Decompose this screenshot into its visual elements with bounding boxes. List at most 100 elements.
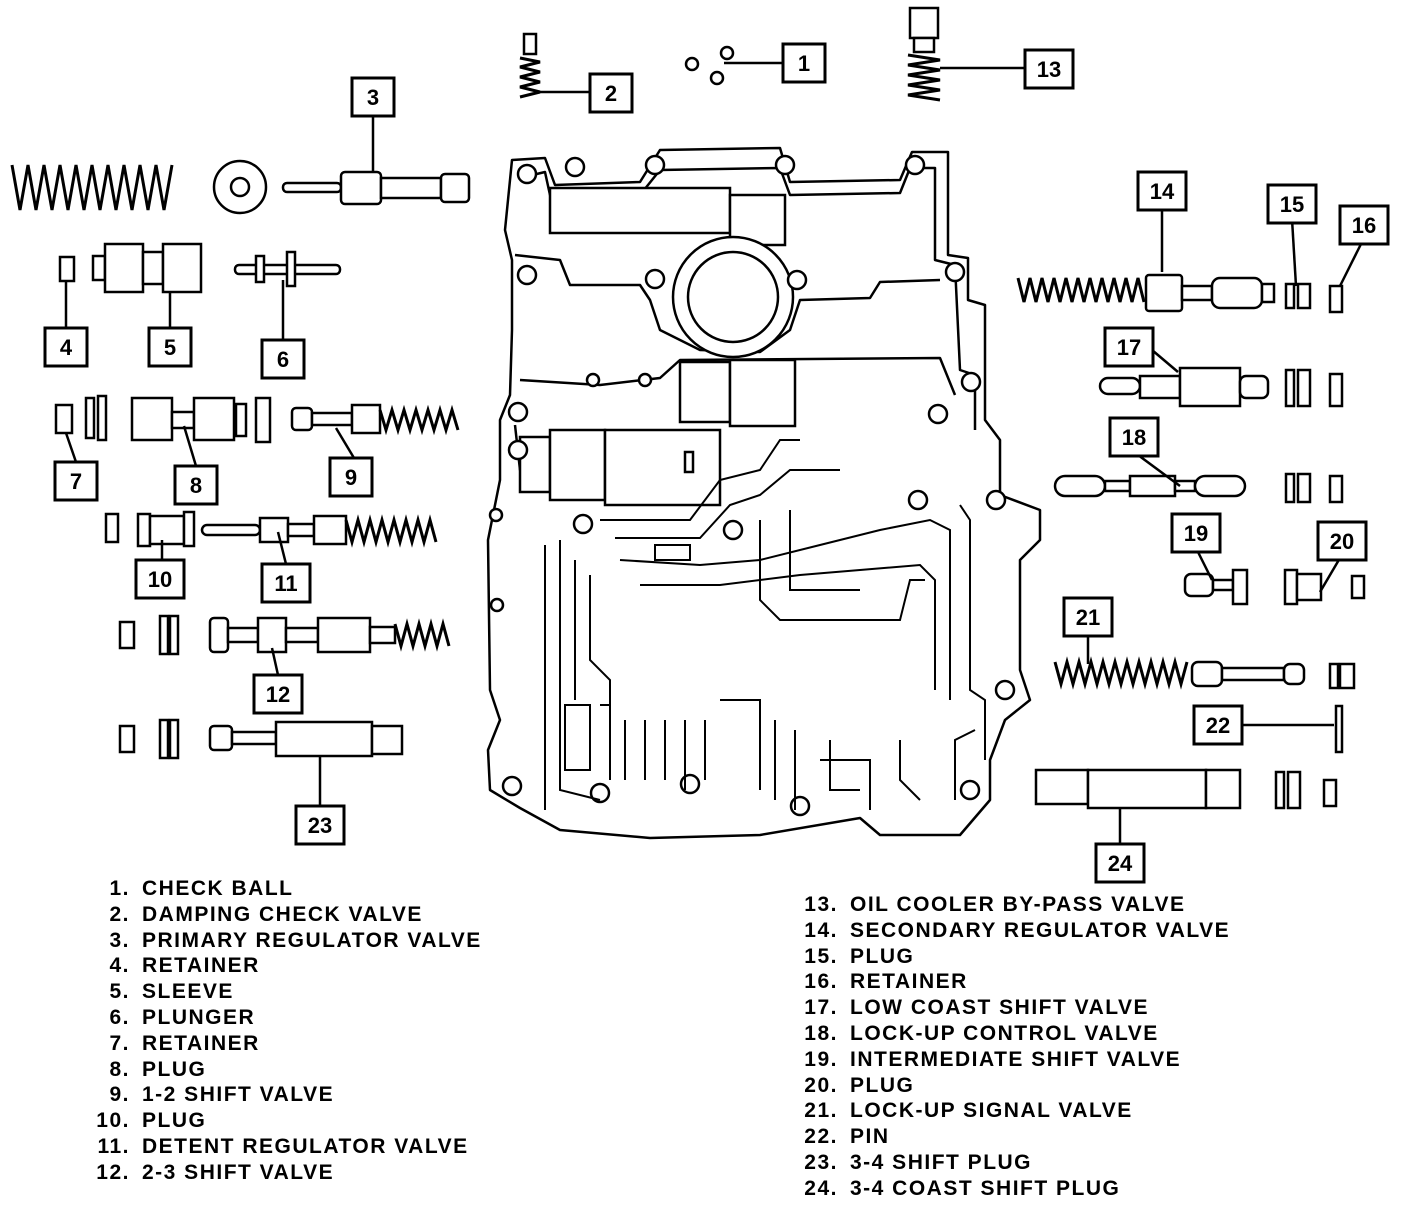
legend-label: SECONDARY REGULATOR VALVE <box>850 918 1231 942</box>
check-ball-parts <box>684 45 735 86</box>
legend-number: 8. <box>109 1057 130 1081</box>
legend-row: 13.OIL COOLER BY-PASS VALVE <box>790 892 1230 918</box>
legend-number: 11. <box>97 1134 130 1158</box>
callout-18: 18 <box>1108 416 1160 458</box>
legend-label: LOW COAST SHIFT VALVE <box>850 996 1150 1020</box>
legend-number: 16. <box>804 970 838 994</box>
svg-text:8: 8 <box>190 473 202 498</box>
legend-row: 5. SLEEVE <box>82 979 482 1005</box>
legend-row: 24. 3-4 COAST SHIFT PLUG <box>790 1176 1230 1202</box>
legend-number: 10. <box>96 1109 130 1133</box>
svg-text:15: 15 <box>1280 192 1304 217</box>
legend-label: RETAINER <box>142 954 260 978</box>
legend-row: 1. CHECK BALL <box>82 876 482 902</box>
lock-up-control-valve-parts <box>1053 472 1344 504</box>
legend-row: 21.LOCK-UP SIGNAL VALVE <box>790 1098 1230 1124</box>
pin-part <box>1334 704 1344 754</box>
svg-text:22: 22 <box>1206 713 1230 738</box>
callout-7: 7 <box>53 460 99 502</box>
lock-up-signal-valve-parts <box>1053 656 1356 690</box>
primary-regulator-parts <box>10 159 471 215</box>
callout-11: 11 <box>260 562 312 604</box>
legend-right: 13.OIL COOLER BY-PASS VALVE 14. SECONDARY… <box>790 892 1230 1202</box>
legend-number: 2. <box>109 902 130 926</box>
three-four-shift-plug-parts <box>118 718 404 760</box>
legend-row: 16.RETAINER <box>790 969 1230 995</box>
leader-lines <box>64 61 1364 846</box>
plug-shift-valve-parts-row-a <box>54 394 460 444</box>
svg-text:9: 9 <box>345 465 357 490</box>
callouts: 1 2 3 4 5 6 7 8 9 10 11 12 13 14 15 16 1… <box>43 42 1390 884</box>
legend-number: 3. <box>109 928 130 952</box>
callout-8: 8 <box>173 464 219 506</box>
legend-row: 22.PIN <box>790 1124 1230 1150</box>
legend-label: PRIMARY REGULATOR VALVE <box>142 928 482 952</box>
svg-text:19: 19 <box>1184 521 1208 546</box>
damping-check-valve-part <box>519 32 541 99</box>
callout-16: 16 <box>1338 204 1390 246</box>
svg-text:3: 3 <box>367 85 379 110</box>
callout-23: 23 <box>294 804 346 846</box>
legend-number: 19. <box>804 1047 838 1071</box>
callout-14: 14 <box>1136 170 1188 212</box>
legend-label: CHECK BALL <box>142 877 294 900</box>
callout-17: 17 <box>1103 326 1155 368</box>
legend-label: SLEEVE <box>142 980 234 1004</box>
legend-row: 15. PLUG <box>790 944 1230 970</box>
legend-number: 23. <box>804 1150 838 1174</box>
legend-label: PIN <box>850 1125 890 1149</box>
callout-6: 6 <box>260 338 306 380</box>
legend-label: RETAINER <box>142 1031 260 1055</box>
svg-text:5: 5 <box>164 335 176 360</box>
callout-3: 3 <box>350 76 396 118</box>
legend-label: 2-3 SHIFT VALVE <box>142 1160 335 1184</box>
legend-number: 6. <box>109 1005 130 1029</box>
legend-row: 14. SECONDARY REGULATOR VALVE <box>790 918 1230 944</box>
svg-text:6: 6 <box>277 347 289 372</box>
legend-number: 15. <box>804 944 838 968</box>
legend-row: 10.PLUG <box>82 1108 482 1134</box>
legend-label: DAMPING CHECK VALVE <box>142 902 423 926</box>
legend-label: OIL COOLER BY-PASS VALVE <box>850 893 1186 916</box>
low-coast-shift-valve-parts <box>1098 366 1344 408</box>
legend-label: 3-4 SHIFT PLUG <box>850 1150 1033 1174</box>
secondary-regulator-parts <box>1016 273 1344 314</box>
legend-left: 1. CHECK BALL 2. DAMPING CHECK VALVE 3. PRI… <box>82 876 482 1186</box>
callout-13: 13 <box>1023 48 1075 90</box>
legend-label: PLUG <box>850 944 915 968</box>
legend-number: 20. <box>804 1073 838 1097</box>
plug-detent-valve-parts <box>104 510 438 548</box>
legend-row: 12. 2-3 SHIFT VALVE <box>82 1160 482 1186</box>
callout-24: 24 <box>1094 842 1146 884</box>
callout-20: 20 <box>1316 520 1368 562</box>
oil-cooler-bypass-valve-part <box>907 6 941 102</box>
legend-number: 14. <box>804 918 838 942</box>
retainer-sleeve-plunger-parts <box>58 242 342 294</box>
legend-row: 18.LOCK-UP CONTROL VALVE <box>790 1021 1230 1047</box>
legend-number: 12. <box>96 1160 130 1184</box>
legend-number: 24. <box>804 1176 838 1200</box>
callout-9: 9 <box>328 456 374 498</box>
svg-text:1: 1 <box>798 51 810 76</box>
legend-number: 21. <box>804 1099 838 1123</box>
legend-label: PLUG <box>850 1073 915 1097</box>
legend-row: 11.DETENT REGULATOR VALVE <box>82 1134 482 1160</box>
legend-number: 5. <box>109 980 130 1004</box>
callout-12: 12 <box>252 673 304 715</box>
svg-text:13: 13 <box>1037 57 1061 82</box>
callout-1: 1 <box>781 42 827 84</box>
svg-text:11: 11 <box>274 571 297 596</box>
legend-row: 4.RETAINER <box>82 953 482 979</box>
intermediate-shift-valve-parts <box>1183 568 1366 606</box>
svg-text:4: 4 <box>60 335 73 360</box>
legend-label: 3-4 COAST SHIFT PLUG <box>850 1176 1121 1200</box>
svg-text:14: 14 <box>1150 179 1175 204</box>
legend-label: PLUNGER <box>142 1005 256 1029</box>
legend-label: 1-2 SHIFT VALVE <box>142 1083 335 1107</box>
legend-row: 23. 3-4 SHIFT PLUG <box>790 1150 1230 1176</box>
legend-row: 2. DAMPING CHECK VALVE <box>82 902 482 928</box>
legend-number: 17. <box>804 996 838 1020</box>
legend-number: 1. <box>109 877 130 900</box>
three-four-coast-shift-plug-parts <box>1034 768 1338 810</box>
